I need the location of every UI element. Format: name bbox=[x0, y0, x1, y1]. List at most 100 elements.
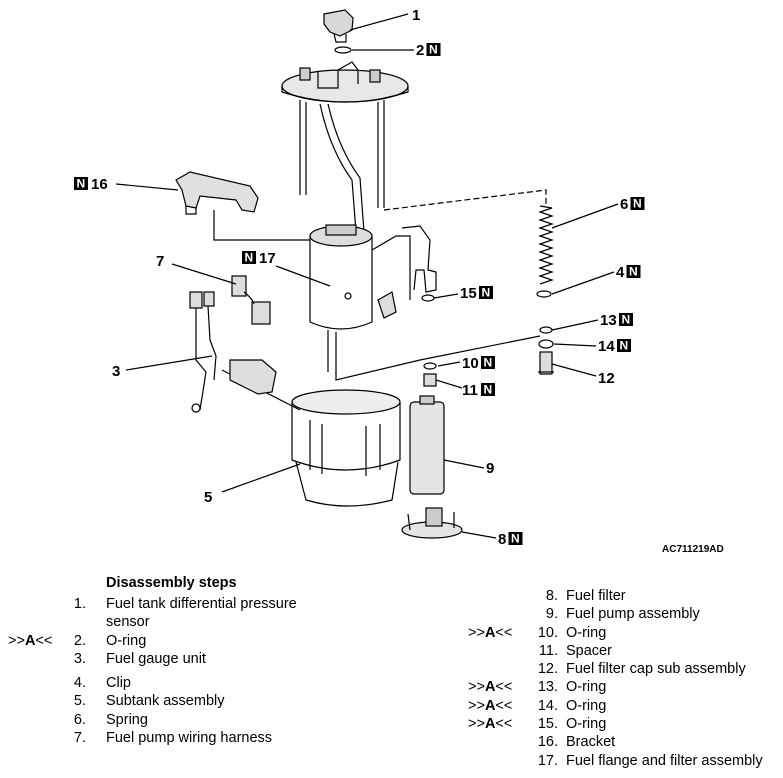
step-number: 1. bbox=[73, 596, 86, 612]
step-row: 1.Fuel tank differential pressure bbox=[0, 595, 380, 613]
step-number: 16. bbox=[537, 734, 558, 751]
step-row-continued: sensor bbox=[0, 613, 380, 631]
step-text: Clip bbox=[106, 675, 131, 692]
new-part-badge bbox=[630, 197, 645, 210]
callout-number: 9 bbox=[486, 460, 494, 477]
step-text: O-ring bbox=[106, 632, 147, 649]
step-text: Fuel filter bbox=[566, 588, 626, 604]
step-row: 5. Subtank assembly bbox=[0, 692, 380, 710]
step-text: O-ring bbox=[566, 679, 607, 696]
step-row: 4.Clip bbox=[0, 674, 380, 692]
new-part-badge bbox=[619, 313, 633, 326]
step-row: 12. Fuel filter cap sub assembly bbox=[380, 660, 780, 678]
step-row: 16.Bracket bbox=[380, 733, 780, 751]
callout-number: 16 bbox=[91, 176, 108, 193]
callout-16: 16N bbox=[74, 176, 108, 193]
callout-1: 1 bbox=[412, 7, 420, 24]
callout-number: 17 bbox=[259, 250, 276, 267]
part-fuel-filter-cap bbox=[538, 351, 554, 375]
new-part-badge bbox=[74, 177, 88, 190]
step-text: Fuel flange and filter assembly bbox=[566, 752, 763, 769]
figure-code: AC711219AD bbox=[662, 544, 724, 555]
step-text: Fuel pump wiring harness bbox=[106, 730, 273, 747]
step-row: 8.Fuel filter bbox=[380, 587, 780, 605]
step-text: Fuel gauge unit bbox=[106, 650, 206, 667]
step-number: 12. bbox=[537, 661, 558, 678]
part-fuel-filter bbox=[401, 507, 463, 539]
callout-number: 7 bbox=[156, 253, 164, 270]
step-number: 7. bbox=[73, 730, 86, 747]
callout-3: 3 bbox=[112, 363, 120, 380]
callout-5: 5 bbox=[204, 489, 212, 506]
part-o-ring-15 bbox=[421, 294, 435, 302]
step-number: 5. bbox=[73, 693, 86, 710]
step-number: 11. bbox=[538, 642, 558, 659]
step-row: 11.Spacer bbox=[380, 642, 780, 660]
new-part-badge-letter: N bbox=[482, 286, 491, 300]
step-row: 3. Fuel gauge unit bbox=[0, 650, 380, 668]
new-part-badge-letter: N bbox=[511, 532, 520, 546]
new-part-badge bbox=[481, 356, 495, 369]
step-row: >>A<<13.O-ring bbox=[380, 678, 780, 696]
part-clip bbox=[536, 290, 552, 298]
callout-number: 1 bbox=[412, 7, 420, 24]
callout-number: 2 bbox=[416, 42, 424, 59]
part-o-ring-13 bbox=[539, 326, 553, 334]
procedure-marker: >>A<< bbox=[468, 624, 513, 641]
new-part-badge-letter: N bbox=[484, 383, 493, 397]
part-fuel-pump-assembly bbox=[409, 395, 445, 495]
step-number: 3. bbox=[73, 650, 86, 667]
callout-number: 11 bbox=[462, 382, 478, 399]
step-text: Fuel filter cap sub assembly bbox=[566, 661, 746, 678]
procedure-marker: >>A<< bbox=[468, 697, 513, 714]
part-o-ring-10 bbox=[423, 362, 437, 370]
new-part-badge bbox=[626, 265, 641, 278]
part-bracket bbox=[175, 171, 310, 241]
step-text: O-ring bbox=[566, 716, 607, 733]
callout-number: 8 bbox=[498, 531, 506, 548]
step-number: 6. bbox=[73, 711, 86, 728]
step-row: >>A<< 15. O-ring bbox=[380, 715, 780, 733]
part-fuel-tank-differential-pressure-sensor bbox=[323, 9, 354, 43]
part-subtank-assembly bbox=[291, 335, 541, 507]
part-spring bbox=[383, 189, 554, 285]
part-fuel-pump-wiring-harness bbox=[231, 275, 271, 325]
new-part-badge-letter: N bbox=[245, 251, 254, 265]
new-part-badge bbox=[479, 286, 493, 299]
new-part-badge-letter: N bbox=[620, 339, 629, 353]
procedure-marker: >>A<< bbox=[468, 716, 513, 733]
callout-10: 10 N bbox=[462, 355, 495, 372]
step-row: >>A<<14.O-ring bbox=[380, 697, 780, 715]
callout-number: 3 bbox=[112, 363, 120, 380]
callout-number: 6 bbox=[620, 196, 628, 213]
step-text: Subtank assembly bbox=[106, 693, 225, 710]
callout-number: 12 bbox=[598, 370, 615, 387]
step-text: Spring bbox=[106, 711, 148, 728]
callout-15: 15 N bbox=[460, 285, 493, 302]
callout-number: 15 bbox=[460, 285, 477, 302]
callout-number: 14 bbox=[598, 338, 615, 355]
step-number: 10. bbox=[537, 624, 558, 641]
callout-7: 7 bbox=[156, 253, 164, 270]
step-number: 13. bbox=[537, 679, 558, 696]
callout-number: 5 bbox=[204, 489, 212, 506]
part-fuel-flange bbox=[281, 61, 409, 233]
callout-number: 4 bbox=[616, 264, 625, 281]
step-number: 2. bbox=[73, 632, 86, 649]
step-number: 14. bbox=[537, 697, 558, 714]
new-part-badge-letter: N bbox=[484, 356, 493, 370]
callout-number: 10 bbox=[462, 355, 479, 372]
callout-number: 13 bbox=[600, 312, 617, 329]
step-number: 15. bbox=[537, 716, 558, 733]
new-part-badge-letter: N bbox=[622, 313, 631, 327]
step-row: >>A<<2.O-ring bbox=[0, 632, 380, 650]
step-text-continued: sensor bbox=[106, 614, 150, 631]
new-part-badge bbox=[242, 251, 256, 264]
